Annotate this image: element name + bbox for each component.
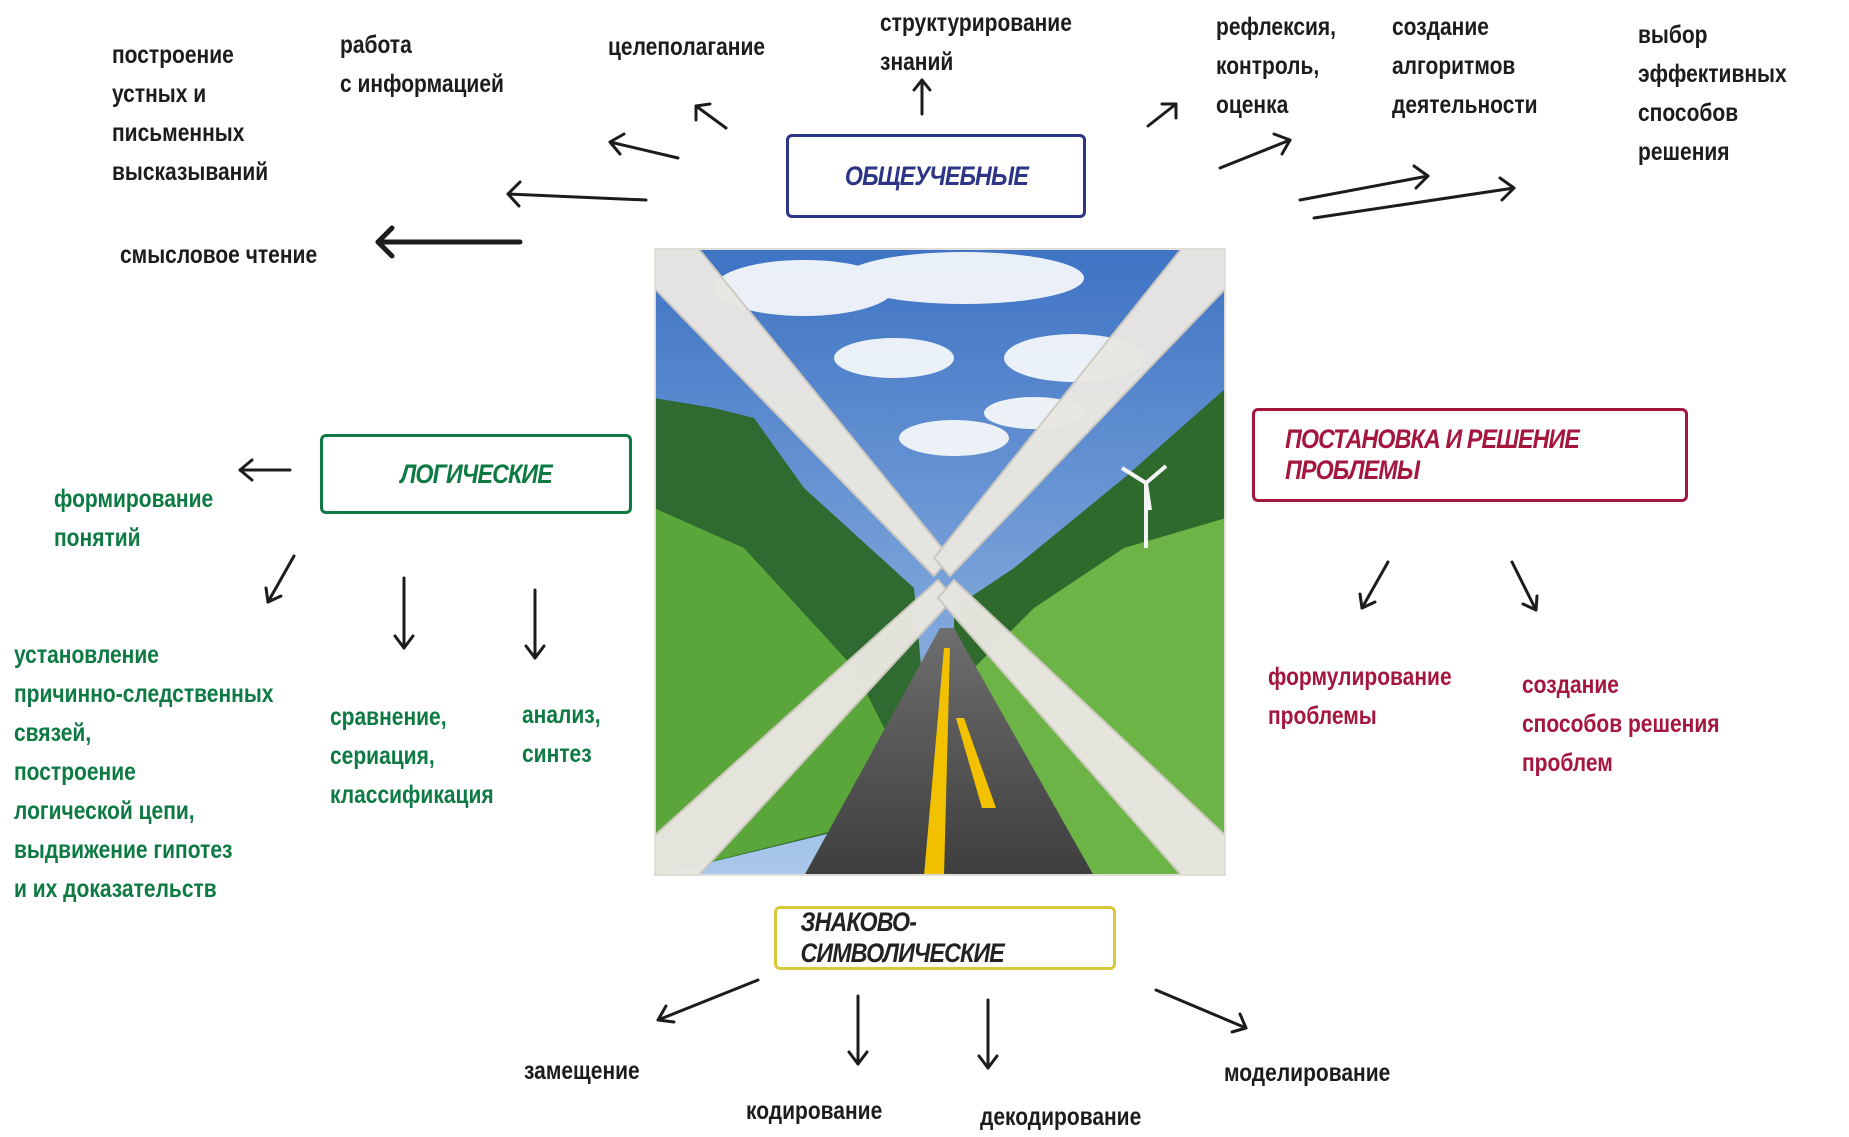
- category-problem: ПОСТАНОВКА И РЕШЕНИЕ ПРОБЛЕМЫ: [1252, 408, 1688, 502]
- arrow-to-modeling: [1154, 988, 1248, 1034]
- arrow-to-reading: [375, 225, 523, 259]
- arrow-to-goal-setting: [694, 102, 728, 130]
- arrow-to-formulation: [1358, 560, 1390, 610]
- arrow-to-comparison: [393, 576, 415, 650]
- item-information: работа с информацией: [340, 31, 504, 98]
- category-logical: ЛОГИЧЕСКИЕ: [320, 434, 632, 514]
- arrow-to-analysis: [524, 588, 546, 660]
- arrow-to-choice: [1312, 176, 1516, 220]
- arrow-to-structuring: [912, 78, 932, 116]
- item-reflection: рефлексия, контроль, оценка: [1216, 13, 1337, 119]
- arrow-to-concepts: [238, 458, 292, 482]
- category-problem-title: ПОСТАНОВКА И РЕШЕНИЕ ПРОБЛЕМЫ: [1285, 424, 1580, 485]
- category-general-title: ОБЩЕУЧЕБНЫЕ: [844, 160, 1028, 191]
- item-causal: установление причинно-следственных связе…: [14, 641, 274, 903]
- item-structuring: структурирование знаний: [880, 9, 1072, 76]
- item-goal-setting: целеполагание: [608, 33, 766, 61]
- item-choice: выбор эффективных способов решения: [1638, 21, 1787, 166]
- item-methods: создание способов решения проблем: [1522, 671, 1720, 777]
- item-analysis: анализ, синтез: [522, 701, 601, 768]
- arrow-to-substitution: [656, 978, 760, 1024]
- category-logical-title: ЛОГИЧЕСКИЕ: [400, 458, 552, 489]
- item-decoding: декодирование: [980, 1103, 1142, 1131]
- item-formulation: формулирование проблемы: [1268, 663, 1452, 730]
- category-general: ОБЩЕУЧЕБНЫЕ: [786, 134, 1086, 218]
- category-symbolic: ЗНАКОВО-СИМВОЛИЧЕСКИЕ: [774, 906, 1116, 970]
- item-reading: смысловое чтение: [120, 241, 318, 269]
- item-coding: кодирование: [746, 1097, 883, 1125]
- arrow-to-methods: [1510, 560, 1539, 612]
- arrow-to-reflection-2: [1218, 132, 1292, 170]
- item-algorithms: создание алгоритмов деятельности: [1392, 13, 1538, 119]
- item-modeling: моделирование: [1224, 1059, 1391, 1087]
- arrow-to-reflection: [1146, 102, 1178, 128]
- road-landscape-envelope-picture: [654, 248, 1226, 876]
- category-symbolic-title: ЗНАКОВО-СИМВОЛИЧЕСКИЕ: [800, 907, 1005, 968]
- item-concepts: формирование понятий: [54, 485, 214, 552]
- arrow-to-algorithms: [1298, 164, 1430, 202]
- arrow-to-decoding: [977, 998, 999, 1070]
- item-oral-written: построение устных и письменных высказыва…: [112, 41, 269, 186]
- arrow-to-coding: [847, 994, 869, 1066]
- arrow-to-oral-written: [506, 180, 648, 208]
- item-comparison: сравнение, сериация, классификация: [330, 703, 494, 809]
- item-substitution: замещение: [524, 1057, 640, 1085]
- arrow-to-causal: [264, 554, 296, 604]
- arrow-to-information: [608, 132, 680, 160]
